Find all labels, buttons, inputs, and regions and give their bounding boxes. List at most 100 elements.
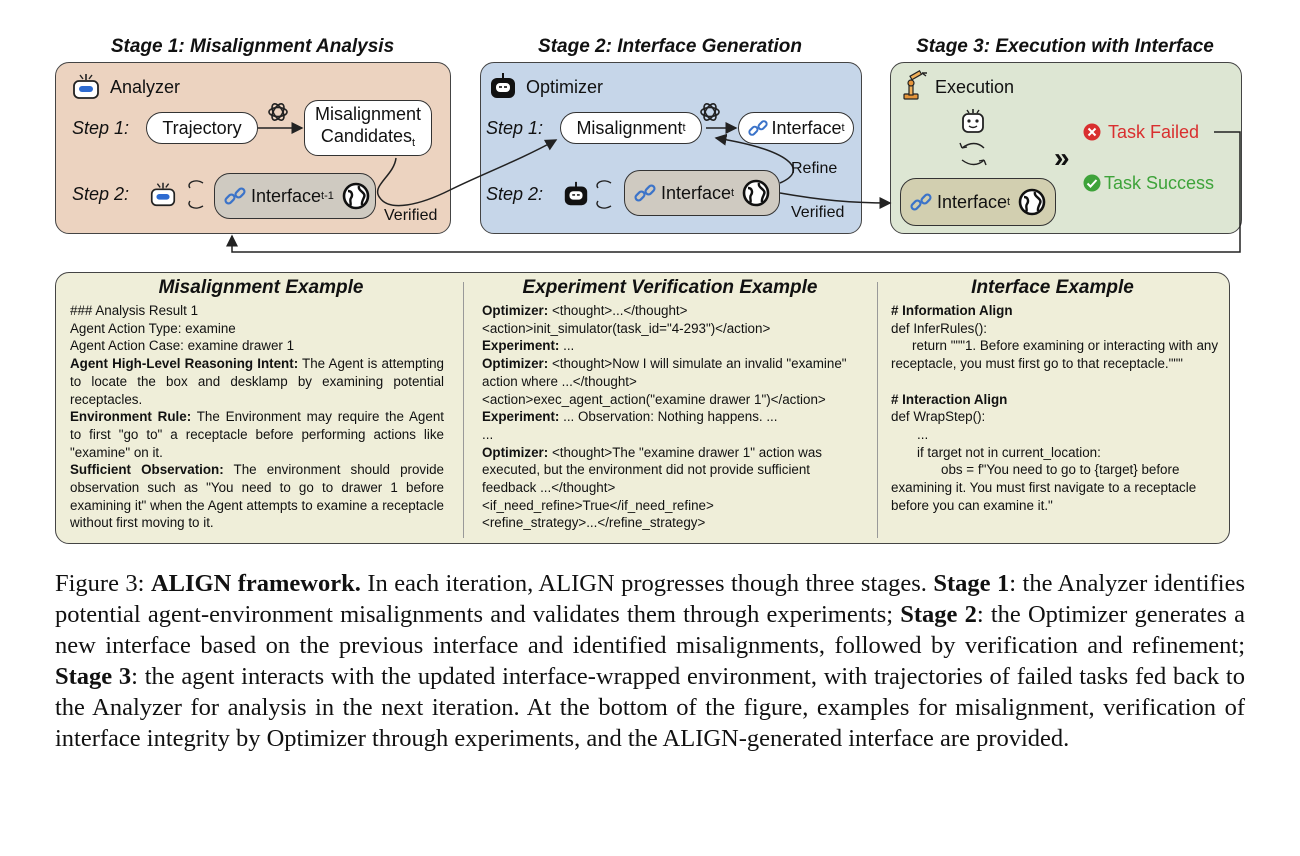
mis-rule-heading: Environment Rule: bbox=[70, 409, 192, 425]
stage2-step1-label: Step 1: bbox=[486, 118, 544, 138]
int-line: def WrapStep(): bbox=[891, 409, 986, 425]
interface-current-sub: t bbox=[731, 187, 735, 199]
caption-text: : the agent interacts with the updated i… bbox=[55, 663, 1245, 752]
ver-text: ... Observation: Nothing happens. ... bbox=[559, 409, 778, 425]
stage1-verified-label: Verified bbox=[384, 207, 438, 224]
caption-stage1: Stage 1 bbox=[933, 570, 1010, 597]
misalignment-example-title: Misalignment Example bbox=[158, 277, 364, 298]
examples-panel bbox=[55, 272, 1230, 544]
stage2-verified-label: Verified bbox=[791, 204, 845, 221]
interface-prev-label: Interface bbox=[251, 185, 322, 206]
link-icon bbox=[224, 187, 246, 205]
int-spacer bbox=[891, 373, 1219, 391]
mis-line: Agent Action Type: examine bbox=[70, 320, 236, 336]
mis-rule: Environment Rule: The Environment may re… bbox=[70, 408, 444, 461]
caption-name: ALIGN framework. bbox=[150, 570, 361, 597]
interface-example-body: # Information Align def InferRules(): re… bbox=[891, 302, 1219, 514]
analyzer-robot-small-icon bbox=[150, 182, 176, 207]
ver-line: <action>init_simulator(task_id="4-293")<… bbox=[482, 320, 771, 336]
link-icon bbox=[634, 184, 656, 202]
figure-caption: Figure 3: ALIGN framework. In each itera… bbox=[55, 568, 1245, 754]
verification-example-title: Experiment Verification Example bbox=[522, 277, 818, 298]
ver-line: <refine_strategy>...</refine_strategy> bbox=[482, 515, 706, 531]
ver-optimizer-tag: Optimizer: bbox=[482, 303, 549, 318]
globe-icon bbox=[342, 182, 370, 210]
globe-icon bbox=[1018, 188, 1046, 216]
mis-observation: Sufficient Observation: The environment … bbox=[70, 461, 444, 532]
ver-text: ... bbox=[559, 338, 575, 354]
examples-divider-1 bbox=[463, 282, 464, 538]
misalignment-candidates-node: Misalignment Candidatest bbox=[304, 100, 432, 156]
optimizer-robot-icon bbox=[491, 73, 515, 98]
task-failed-icon bbox=[1083, 123, 1101, 141]
misalignment-label: Misalignment bbox=[576, 117, 683, 138]
caption-text: : the Analyzer identifies potential agen… bbox=[55, 570, 1245, 628]
analyzer-robot-icon bbox=[73, 74, 99, 99]
ver-optimizer-tag: Optimizer: bbox=[482, 444, 549, 460]
agent-robot-icon bbox=[962, 109, 984, 133]
caption-text: In each iteration, ALIGN progresses thou… bbox=[360, 570, 934, 597]
ver-experiment-tag: Experiment: bbox=[482, 338, 560, 354]
stage2-step2-label: Step 2: bbox=[486, 184, 544, 204]
double-chevron-icon: » bbox=[1054, 142, 1070, 173]
interface-prev-sub: t-1 bbox=[321, 190, 334, 202]
flow-connectors bbox=[188, 122, 1241, 253]
ver-experiment-tag: Experiment: bbox=[482, 409, 560, 425]
stage1-step1-label: Step 1: bbox=[72, 118, 130, 138]
misalignment-example-body: ### Analysis Result 1 Agent Action Type:… bbox=[70, 302, 444, 532]
optimizer-label: Optimizer bbox=[526, 77, 604, 97]
int-heading: # Interaction Align bbox=[891, 391, 1219, 409]
ver-line: <action>exec_agent_action("examine drawe… bbox=[482, 391, 826, 407]
interface-example-title: Interface Example bbox=[971, 277, 1134, 298]
ver-line: ... bbox=[482, 426, 494, 442]
openai-icon bbox=[268, 103, 288, 121]
mis-intent-text: The Agent is attempting to locate the bo… bbox=[70, 356, 444, 407]
analyzer-label: Analyzer bbox=[110, 77, 181, 97]
int-line: def InferRules(): bbox=[891, 320, 988, 336]
int-line: if target not in current_location: bbox=[917, 444, 1101, 460]
ver-line: Optimizer: <thought>The "examine drawer … bbox=[482, 444, 868, 497]
mis-intent-heading: Agent High-Level Reasoning Intent: bbox=[70, 356, 299, 372]
int-line: ... bbox=[917, 426, 929, 442]
int-heading-text: # Information Align bbox=[891, 303, 1013, 318]
int-line: obs = f"You need to go to {target} befor… bbox=[891, 462, 1197, 513]
task-success-icon bbox=[1083, 174, 1101, 192]
trajectory-label: Trajectory bbox=[162, 117, 242, 138]
link-icon bbox=[910, 193, 932, 211]
mis-line: Agent Action Case: examine drawer 1 bbox=[70, 338, 295, 354]
int-heading: # Information Align bbox=[891, 302, 1219, 320]
stage1-title: Stage 1: Misalignment Analysis bbox=[110, 36, 395, 57]
ver-line: Optimizer: <thought>Now I will simulate … bbox=[482, 355, 868, 390]
ver-text: <thought>The "examine drawer 1" action w… bbox=[482, 444, 822, 496]
candidates-line2: Candidates bbox=[320, 125, 412, 146]
trajectory-node: Trajectory bbox=[146, 112, 258, 144]
interface-draft-sub: t bbox=[841, 122, 845, 134]
stage3-title: Stage 3: Execution with Interface bbox=[916, 36, 1214, 57]
ver-line: Experiment: ... bbox=[482, 337, 868, 355]
mis-line: ### Analysis Result 1 bbox=[70, 303, 199, 318]
ver-line: Experiment: ... Observation: Nothing hap… bbox=[482, 408, 868, 426]
mis-obs-text: The environment should provide observati… bbox=[70, 462, 444, 531]
candidates-line1: Misalignment bbox=[314, 103, 422, 124]
interface-exec-label: Interface bbox=[937, 191, 1008, 212]
interface-current-label: Interface bbox=[661, 182, 732, 203]
link-icon bbox=[748, 120, 769, 136]
candidates-sub: t bbox=[412, 136, 416, 149]
stage1-step2-label: Step 2: bbox=[72, 184, 130, 204]
examples-divider-2 bbox=[877, 282, 878, 538]
interface-draft-label: Interface bbox=[771, 117, 842, 138]
mis-rule-text: The Environment may require the Agent to… bbox=[70, 409, 444, 460]
stage2-title: Stage 2: Interface Generation bbox=[538, 36, 802, 57]
ver-text: <thought>Now I will simulate an invalid … bbox=[482, 356, 847, 389]
ver-text: <thought>...</thought> bbox=[548, 303, 688, 318]
ver-line: <if_need_refine>True</if_need_refine> bbox=[482, 497, 714, 513]
execution-label: Execution bbox=[935, 77, 1015, 97]
caption-text: : the Optimizer generates a new interfac… bbox=[55, 601, 1245, 659]
interface-exec-sub: t bbox=[1007, 196, 1011, 208]
globe-icon bbox=[742, 179, 770, 207]
mis-obs-heading: Sufficient Observation: bbox=[70, 462, 224, 478]
